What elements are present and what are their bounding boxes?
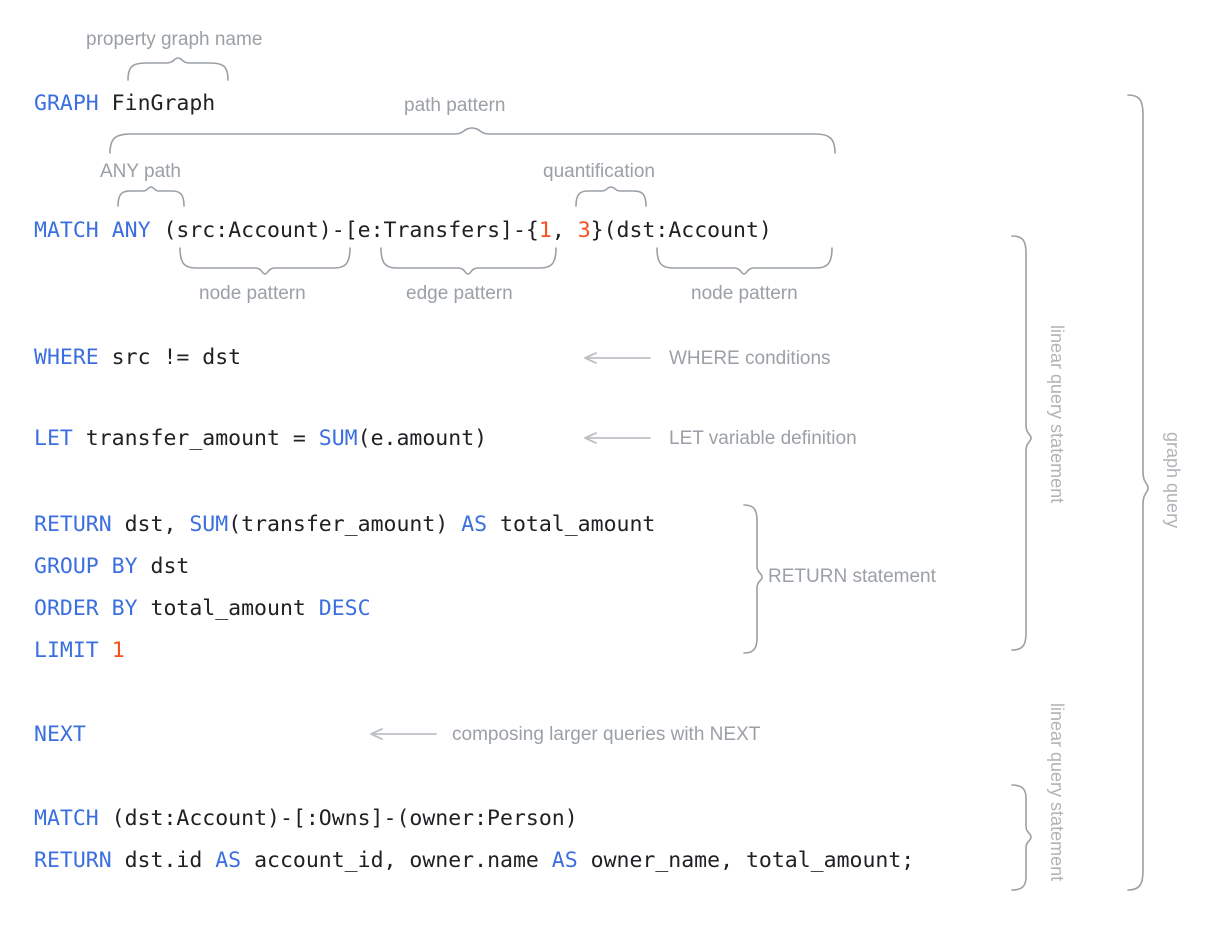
annotation-any-path: ANY path: [100, 161, 181, 182]
annotation-edge-pattern: edge pattern: [406, 283, 513, 304]
keyword-as: AS: [215, 848, 242, 873]
keyword-next: NEXT: [34, 722, 86, 747]
keyword-any: ANY: [111, 218, 151, 243]
annotation-graph-query: graph query: [1163, 432, 1183, 529]
annotation-node-pattern-left: node pattern: [199, 283, 306, 304]
alias-total-amount: total_amount: [487, 512, 656, 537]
quant-comma: ,: [551, 218, 578, 243]
limit-space: [99, 638, 112, 663]
brace-property-graph-name: [127, 57, 229, 81]
code-line-let: LET transfer_amount = SUM(e.amount): [34, 426, 487, 452]
keyword-where: WHERE: [34, 345, 99, 370]
code-line-match: MATCH ANY (src:Account)-[e:Transfers]-{1…: [34, 218, 772, 244]
keyword-desc: DESC: [318, 596, 371, 621]
annotation-return-statement: RETURN statement: [768, 566, 936, 587]
code-line-limit: LIMIT 1: [34, 638, 125, 664]
function-sum: SUM: [189, 512, 229, 537]
keyword-let: LET: [34, 426, 73, 451]
literal-quant-min: 1: [538, 218, 552, 243]
brace-return-statement: [743, 504, 763, 654]
code-line-order-by: ORDER BY total_amount DESC: [34, 596, 371, 622]
alias-account-id: account_id, owner.name: [241, 848, 552, 873]
code-line-group-by: GROUP BY dst: [34, 554, 189, 580]
annotation-let-variable-definition: LET variable definition: [669, 428, 857, 449]
keyword-group-by: GROUP BY: [34, 554, 138, 579]
space-1: [99, 218, 112, 243]
brace-edge-pattern: [380, 247, 557, 275]
order-by-key: total_amount: [137, 596, 319, 621]
keyword-graph: GRAPH: [34, 91, 99, 116]
annotation-composing-with-next: composing larger queries with NEXT: [452, 724, 761, 745]
annotation-where-conditions: WHERE conditions: [669, 348, 831, 369]
code-line-match-2: MATCH (dst:Account)-[:Owns]-(owner:Perso…: [34, 806, 578, 832]
brace-node-pattern-right: [656, 247, 833, 275]
keyword-as: AS: [551, 848, 578, 873]
arrow-composing-with-next: [370, 728, 437, 740]
arrow-let-variable-definition: [584, 432, 651, 444]
brace-graph-query: [1127, 94, 1149, 891]
keyword-return: RETURN: [34, 512, 112, 537]
code-line-return-1: RETURN dst, SUM(transfer_amount) AS tota…: [34, 512, 655, 538]
code-line-graph: GRAPH FinGraph: [34, 91, 215, 117]
arrow-where-conditions: [584, 352, 651, 364]
code-line-where: WHERE src != dst: [34, 345, 241, 371]
brace-node-pattern-left: [179, 247, 351, 275]
alias-owner-name: owner_name, total_amount;: [577, 848, 915, 873]
brace-quantification: [575, 186, 647, 207]
return-sum-arg: (transfer_amount): [228, 512, 462, 537]
function-sum: SUM: [318, 426, 358, 451]
code-line-return-2: RETURN dst.id AS account_id, owner.name …: [34, 848, 914, 874]
keyword-as: AS: [461, 512, 488, 537]
brace-linear-query-statement-2: [1011, 784, 1032, 891]
keyword-return: RETURN: [34, 848, 112, 873]
where-expression: src != dst: [98, 345, 242, 370]
brace-path-pattern: [109, 127, 836, 154]
brace-any-path: [117, 186, 185, 207]
pattern-src-edge: (src:Account)-[e:Transfers]-{: [150, 218, 539, 243]
annotation-quantification: quantification: [543, 161, 655, 182]
identifier-fingraph: FinGraph: [98, 91, 216, 116]
pattern-dst: }(dst:Account): [590, 218, 772, 243]
literal-limit-value: 1: [111, 638, 125, 663]
keyword-match: MATCH: [34, 218, 99, 243]
keyword-match: MATCH: [34, 806, 99, 831]
let-variable: transfer_amount =: [72, 426, 319, 451]
let-argument: (e.amount): [357, 426, 488, 451]
annotation-property-graph-name: property graph name: [86, 29, 263, 50]
literal-quant-max: 3: [577, 218, 591, 243]
keyword-limit: LIMIT: [34, 638, 99, 663]
annotation-linear-query-statement-1: linear query statement: [1047, 325, 1067, 504]
annotation-path-pattern: path pattern: [404, 95, 506, 116]
return-item-dst-id: dst.id: [111, 848, 216, 873]
brace-linear-query-statement-1: [1011, 235, 1032, 651]
annotation-node-pattern-right: node pattern: [691, 283, 798, 304]
annotation-linear-query-statement-2: linear query statement: [1047, 703, 1067, 882]
code-line-next: NEXT: [34, 722, 86, 748]
keyword-order-by: ORDER BY: [34, 596, 138, 621]
return-item-dst: dst,: [111, 512, 190, 537]
group-by-key: dst: [137, 554, 190, 579]
pattern-owns: (dst:Account)-[:Owns]-(owner:Person): [98, 806, 578, 831]
